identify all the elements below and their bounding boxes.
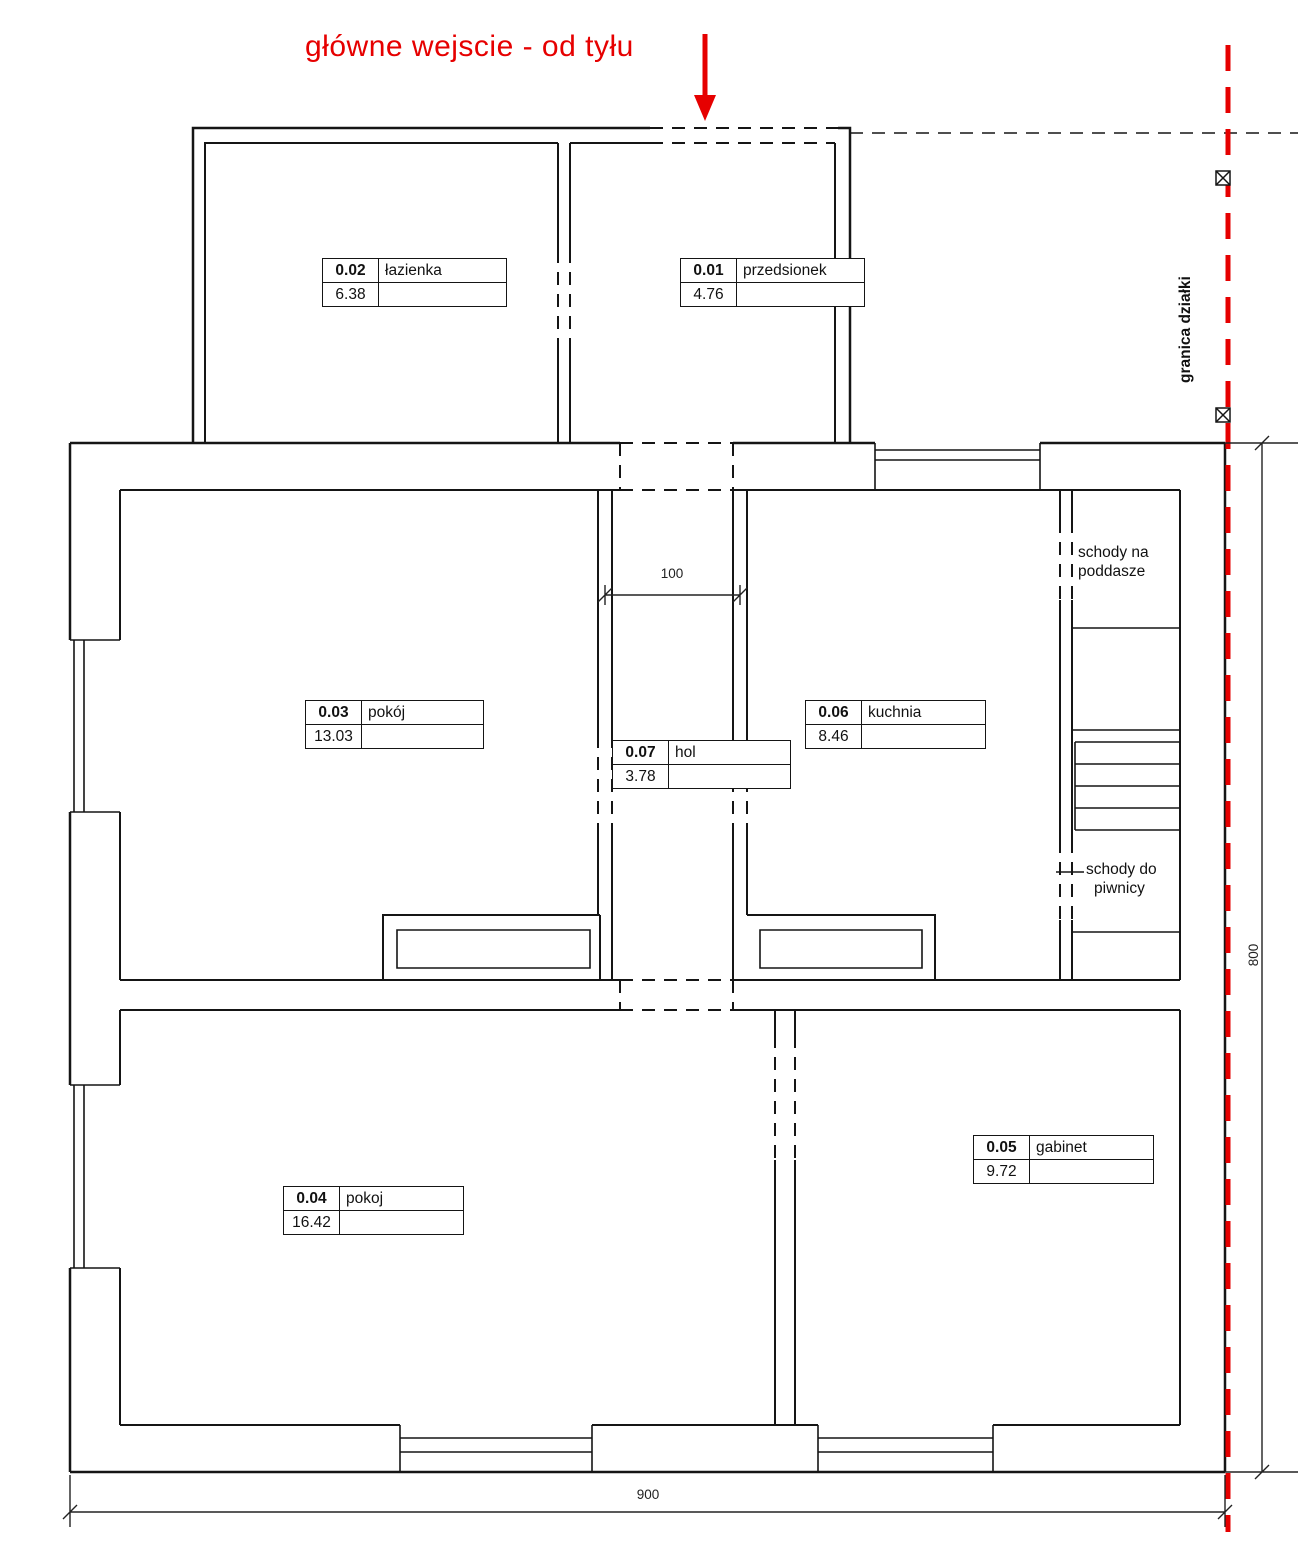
dimension-hall-width: 100	[660, 566, 684, 581]
dimension-side-right: 800	[1246, 943, 1261, 967]
room-name: kuchnia	[862, 701, 986, 725]
chimney-blocks	[396, 929, 923, 969]
room-area: 9.72	[974, 1160, 1030, 1184]
main-entrance-label: główne wejscie - od tyłu	[305, 30, 634, 63]
room-label-empty-cell	[362, 725, 484, 749]
room-name: łazienka	[379, 259, 507, 283]
boundary-markers	[1215, 170, 1231, 423]
interior-wall-lines	[119, 142, 1181, 1426]
room-label-pokoj-003: 0.03 pokój 13.03	[305, 700, 484, 749]
room-label-lazienka: 0.02 łazienka 6.38	[322, 258, 507, 307]
stairs-attic-line1: schody na	[1078, 544, 1149, 561]
boundary-marker-x	[1215, 170, 1231, 186]
stairs	[1056, 627, 1180, 933]
dimension-bottom: 900	[636, 1487, 660, 1502]
chimney-inner-rects	[396, 929, 923, 969]
boundary-marker-x	[1215, 407, 1231, 423]
room-label-empty-cell	[379, 283, 507, 307]
room-area: 8.46	[806, 725, 862, 749]
room-name: przedsionek	[737, 259, 865, 283]
room-name: hol	[669, 741, 791, 765]
room-label-empty-cell	[669, 765, 791, 789]
entrance-arrow-head-icon	[694, 95, 716, 121]
room-area: 3.78	[613, 765, 669, 789]
stairs-attic-line2: poddasze	[1078, 563, 1146, 580]
stairs-lines	[1056, 627, 1180, 933]
room-name: pokój	[362, 701, 484, 725]
room-label-gabinet: 0.05 gabinet 9.72	[973, 1135, 1154, 1184]
room-id: 0.07	[613, 741, 669, 765]
room-name: pokoj	[340, 1187, 464, 1211]
room-label-kuchnia: 0.06 kuchnia 8.46	[805, 700, 986, 749]
stairs-basement-line2: piwnicy	[1094, 880, 1145, 897]
room-label-empty-cell	[862, 725, 986, 749]
room-id: 0.03	[306, 701, 362, 725]
room-area: 6.38	[323, 283, 379, 307]
room-area: 4.76	[681, 283, 737, 307]
room-name: gabinet	[1030, 1136, 1154, 1160]
room-id: 0.04	[284, 1187, 340, 1211]
stairs-attic-label: schody na poddasze	[1078, 543, 1149, 581]
room-label-hol: 0.07 hol 3.78	[612, 740, 791, 789]
room-area: 16.42	[284, 1211, 340, 1235]
stairs-basement-line1: schody do	[1086, 861, 1157, 878]
room-id: 0.01	[681, 259, 737, 283]
dimension-lines	[62, 435, 1298, 1527]
room-label-empty-cell	[340, 1211, 464, 1235]
windows	[70, 443, 1041, 1472]
room-id: 0.06	[806, 701, 862, 725]
room-label-pokoj-004: 0.04 pokoj 16.42	[283, 1186, 464, 1235]
room-area: 13.03	[306, 725, 362, 749]
room-label-empty-cell	[737, 283, 865, 307]
room-label-przedsionek: 0.01 przedsionek 4.76	[680, 258, 865, 307]
dimension-graphics	[62, 435, 1298, 1527]
entrance-arrow	[694, 34, 716, 121]
interior-walls	[119, 142, 1181, 1426]
room-id: 0.02	[323, 259, 379, 283]
exterior-walls	[68, 126, 1227, 1474]
window-symbols	[70, 443, 1041, 1472]
plot-boundary-label: granica działki	[1177, 276, 1194, 383]
room-label-empty-cell	[1030, 1160, 1154, 1184]
room-id: 0.05	[974, 1136, 1030, 1160]
stairs-basement-label: schody do piwnicy	[1086, 860, 1157, 898]
exterior-wall-lines	[68, 126, 1227, 1474]
